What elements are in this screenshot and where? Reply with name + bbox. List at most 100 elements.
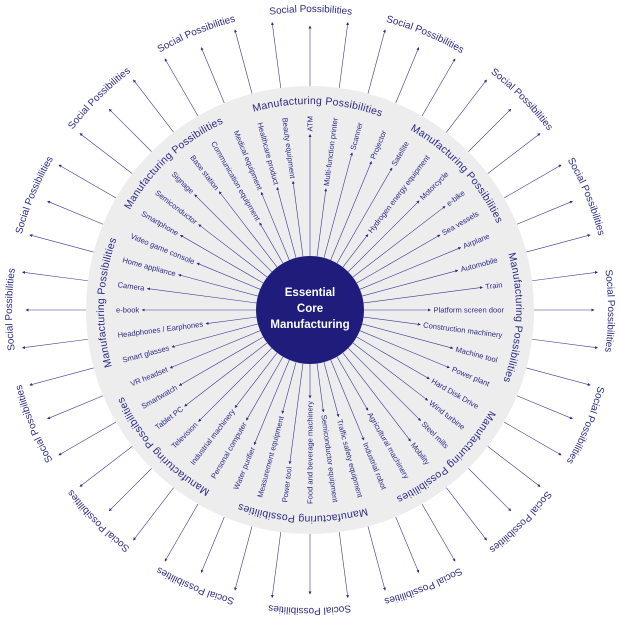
- item-arrow: [336, 167, 393, 264]
- item-arrow: [184, 342, 268, 407]
- social-possibilities-label: Social Possibilities: [269, 4, 353, 18]
- item-arrow: [342, 234, 369, 268]
- social-possibilities-label: Social Possibilities: [487, 489, 553, 555]
- social-possibilities-label: Social Possibilities: [268, 602, 352, 616]
- outer-arrow: [487, 446, 541, 487]
- outer-arrows: [21, 21, 599, 599]
- item-arrow: [253, 359, 290, 446]
- outer-arrow: [47, 395, 104, 420]
- outer-arrow: [487, 133, 541, 174]
- item-arrow: [359, 330, 450, 369]
- outer-arrow: [108, 468, 152, 512]
- item-arrow: [323, 152, 353, 258]
- outer-arrow: [338, 532, 350, 599]
- item-arrow: [291, 180, 304, 257]
- social-possibilities-label: Social Possibilities: [4, 267, 18, 351]
- social-possibilities-label: Social Possibilities: [14, 155, 56, 236]
- outer-arrow: [21, 270, 88, 282]
- outer-arrow: [367, 526, 386, 591]
- outer-arrow: [532, 338, 599, 350]
- item-arrow: [218, 191, 278, 268]
- item-arrow: [179, 234, 264, 284]
- outer-arrow: [200, 47, 225, 104]
- item-arrow: [169, 330, 261, 369]
- social-possibilities-label: Social Possibilities: [564, 385, 606, 466]
- inner-arrows: [141, 133, 483, 465]
- item-arrow: [205, 316, 257, 325]
- item-arrow: [196, 262, 261, 290]
- outer-arrow: [503, 421, 562, 456]
- item-arrow: [356, 234, 441, 284]
- outer-arrow: [108, 108, 152, 152]
- outer-arrow: [395, 47, 420, 104]
- outer-arrow: [21, 338, 88, 350]
- item-arrow: [198, 224, 268, 278]
- item-arrow: [356, 336, 430, 380]
- item-label: Food and beverage machinery: [306, 401, 315, 504]
- outer-arrow: [468, 468, 512, 512]
- item-label: Camera: [117, 280, 146, 293]
- outer-arrow: [270, 21, 282, 88]
- item-arrow: [336, 356, 369, 411]
- outer-arrow: [516, 200, 573, 225]
- item-arrow: [352, 342, 429, 401]
- item-arrow: [146, 287, 257, 304]
- outer-arrow: [47, 200, 104, 225]
- social-possibilities-label: Social Possibilities: [66, 487, 132, 553]
- item-arrow: [352, 206, 446, 278]
- social-possibilities-label: Social Possibilities: [155, 564, 236, 606]
- item-arrow: [330, 161, 372, 261]
- item-arrow: [363, 286, 483, 304]
- item-arrow: [246, 356, 284, 421]
- social-possibilities-label: Social Possibilities: [385, 14, 466, 56]
- outer-arrow: [58, 164, 117, 199]
- core-title-line-3: Manufacturing: [270, 319, 349, 331]
- outer-arrow: [367, 29, 386, 94]
- item-arrow: [347, 347, 421, 421]
- outer-arrow: [79, 133, 133, 174]
- outer-arrow: [58, 421, 117, 456]
- item-arrow: [323, 362, 340, 418]
- item-arrow: [362, 323, 454, 350]
- outer-arrow: [164, 503, 199, 562]
- social-possibilities-label: Social Possibilities: [383, 565, 464, 606]
- item-arrow: [259, 222, 284, 264]
- item-arrow: [194, 194, 273, 273]
- outer-arrow: [395, 516, 420, 573]
- item-arrow: [316, 363, 325, 413]
- item-arrow: [171, 323, 258, 348]
- core-title-line-1: Essential: [285, 287, 336, 299]
- outer-arrow: [338, 21, 350, 88]
- social-possibilities-label: Social Possibilities: [14, 384, 56, 465]
- item-arrow: [347, 200, 420, 273]
- outer-arrow: [79, 446, 133, 487]
- social-possibilities-label: Social Possibilities: [66, 65, 132, 131]
- outer-arrow: [200, 516, 225, 573]
- outer-arrow: [503, 164, 562, 199]
- outer-arrow: [234, 526, 253, 591]
- item-arrow: [178, 336, 264, 386]
- item-label: Platform screen door: [434, 306, 505, 315]
- outer-arrow: [526, 367, 591, 386]
- item-arrow: [198, 347, 273, 422]
- outer-arrow: [526, 234, 591, 253]
- item-arrow: [281, 362, 297, 414]
- outer-arrow: [532, 270, 599, 282]
- item-label: ATM: [306, 116, 315, 131]
- outer-arrow: [468, 108, 512, 152]
- item-arrow: [362, 269, 459, 297]
- outer-arrow: [270, 532, 282, 599]
- core-title-line-2: Core: [297, 303, 323, 315]
- outer-arrow: [421, 503, 456, 562]
- outer-arrow: [516, 395, 573, 420]
- item-label: Train: [485, 280, 503, 291]
- item-arrow: [276, 187, 297, 258]
- outer-arrow: [164, 58, 199, 117]
- outer-arrow: [421, 58, 456, 117]
- item-arrow: [330, 359, 365, 441]
- outer-arrow: [133, 487, 174, 541]
- outer-arrow: [234, 29, 253, 94]
- item-arrow: [316, 188, 328, 257]
- outer-arrow: [446, 79, 487, 133]
